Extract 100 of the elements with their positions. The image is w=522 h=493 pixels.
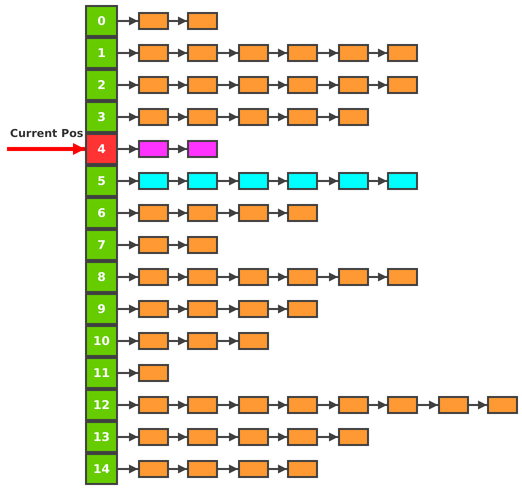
list-entry-box: [187, 332, 218, 350]
arrow: [118, 144, 138, 154]
array-slot: [85, 421, 118, 453]
arrow: [218, 432, 238, 442]
arrow: [269, 208, 287, 218]
list-entry-box: [238, 428, 269, 446]
list-entry-box: [338, 44, 369, 62]
arrow: [418, 400, 438, 410]
list-entry-box: [138, 172, 169, 190]
arrow: [369, 48, 387, 58]
slot-index: 2: [97, 78, 106, 92]
list-entry-box: [287, 460, 318, 478]
arrow: [118, 432, 138, 442]
arrow: [269, 432, 287, 442]
list-entry-box: [487, 396, 518, 414]
list-entry-box: [238, 204, 269, 222]
list-entry-box: [287, 300, 318, 318]
list-entry-box: [387, 44, 418, 62]
list-entry-box: [187, 460, 218, 478]
arrow: [369, 80, 387, 90]
arrow: [7, 143, 85, 155]
list-entry-box: [287, 76, 318, 94]
array-slot: [85, 261, 118, 293]
list-entry-box: [338, 108, 369, 126]
arrow: [118, 48, 138, 58]
list-entry-box: [238, 332, 269, 350]
slot-index: 0: [97, 14, 106, 28]
list-entry-box: [187, 268, 218, 286]
arrow: [318, 400, 338, 410]
arrow: [318, 432, 338, 442]
arrow: [118, 400, 138, 410]
arrow: [118, 112, 138, 122]
list-entry-box: [287, 268, 318, 286]
list-entry-box: [287, 44, 318, 62]
list-entry-box: [187, 44, 218, 62]
arrow: [269, 272, 287, 282]
list-entry-box: [187, 12, 218, 30]
array-slot: [85, 357, 118, 389]
arrow: [169, 176, 187, 186]
arrow: [269, 464, 287, 474]
arrow: [169, 272, 187, 282]
list-entry-box: [338, 396, 369, 414]
arrow: [269, 48, 287, 58]
arrow: [169, 432, 187, 442]
arrow: [269, 80, 287, 90]
arrow: [169, 464, 187, 474]
arrow: [169, 304, 187, 314]
arrow: [118, 208, 138, 218]
arrow: [269, 176, 287, 186]
arrow: [218, 112, 238, 122]
list-entry-box: [387, 396, 418, 414]
list-entry-box: [238, 76, 269, 94]
list-entry-box: [338, 268, 369, 286]
list-entry-box: [138, 396, 169, 414]
arrow: [218, 48, 238, 58]
list-entry-box: [138, 140, 169, 158]
list-entry-box: [238, 396, 269, 414]
array-slot: [85, 165, 118, 197]
list-entry-box: [138, 236, 169, 254]
list-entry-box: [387, 268, 418, 286]
arrow: [118, 336, 138, 346]
arrow: [118, 464, 138, 474]
slot-index: 11: [93, 366, 110, 380]
arrow: [169, 80, 187, 90]
arrow: [118, 80, 138, 90]
list-entry-box: [287, 172, 318, 190]
arrow: [169, 112, 187, 122]
array-slot: [85, 197, 118, 229]
array-slot: [85, 453, 118, 485]
array-slot: [85, 325, 118, 357]
list-entry-box: [338, 428, 369, 446]
slot-index: 9: [97, 302, 106, 316]
array-slot: [85, 133, 118, 165]
slot-index: 1: [97, 46, 106, 60]
list-entry-box: [238, 172, 269, 190]
edge-label: Current Pos: [10, 127, 84, 140]
arrow: [318, 112, 338, 122]
slot-index: 4: [97, 142, 106, 156]
arrow: [169, 48, 187, 58]
arrow: [218, 336, 238, 346]
array-slot: [85, 5, 118, 37]
list-entry-box: [387, 172, 418, 190]
arrow: [218, 400, 238, 410]
list-entry-box: [287, 204, 318, 222]
list-entry-box: [138, 108, 169, 126]
list-entry-box: [238, 268, 269, 286]
list-entry-box: [138, 44, 169, 62]
arrow: [269, 400, 287, 410]
list-entry-box: [138, 428, 169, 446]
slot-index: 8: [97, 270, 106, 284]
list-entry-box: [287, 108, 318, 126]
arrow: [169, 208, 187, 218]
list-entry-box: [238, 300, 269, 318]
list-entry-box: [238, 460, 269, 478]
list-entry-box: [138, 332, 169, 350]
arrow: [118, 368, 138, 378]
arrow: [118, 272, 138, 282]
arrow: [218, 304, 238, 314]
arrow: [118, 16, 138, 26]
list-entry-box: [187, 236, 218, 254]
